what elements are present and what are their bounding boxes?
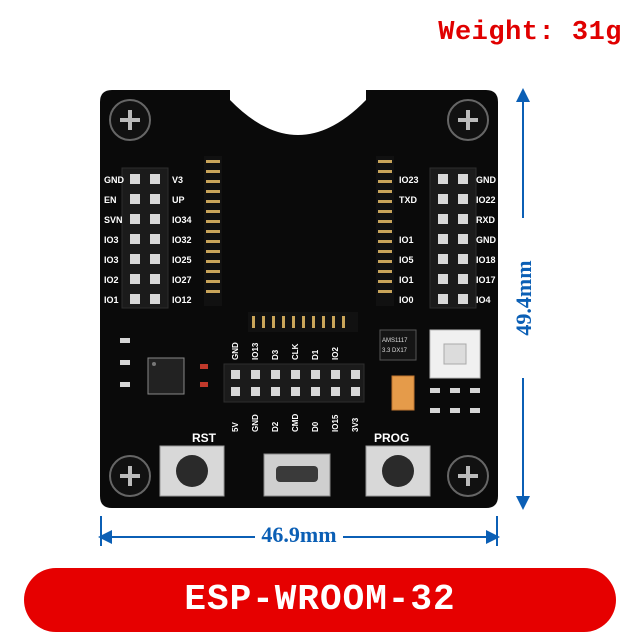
mid-bottom-label-6: IO15	[331, 414, 340, 432]
usb-uart-chip	[147, 357, 185, 395]
left-label-b3: IO34	[172, 215, 192, 225]
middle-pin-header	[223, 363, 365, 403]
mid-bottom-label-1: 5V	[231, 422, 240, 432]
left-label-3: SVN	[104, 215, 123, 225]
regulator-text-1: AMS1117	[382, 338, 408, 344]
screw-top-left	[109, 99, 151, 141]
mid-top-label-5: D1	[311, 349, 320, 360]
right-label-a2: TXD	[399, 195, 418, 205]
right-label-b2: IO22	[476, 195, 496, 205]
right-label-b7: IO4	[476, 295, 491, 305]
height-dimension-label: 49.4mm	[511, 218, 537, 378]
rst-label: RST	[192, 431, 217, 445]
rst-button	[159, 445, 225, 497]
left-label-4: IO3	[104, 235, 119, 245]
right-label-b4: GND	[476, 235, 497, 245]
mid-top-label-3: D3	[271, 349, 280, 360]
prog-label: PROG	[374, 431, 409, 445]
mid-bottom-label-2: GND	[251, 414, 260, 432]
screw-top-right	[447, 99, 489, 141]
left-label-b2: UP	[172, 195, 185, 205]
left-label-b6: IO27	[172, 275, 192, 285]
left-pin-header	[121, 167, 169, 309]
width-dimension: 46.9mm	[98, 522, 500, 552]
micro-usb-port	[263, 453, 331, 497]
width-dimension-label: 46.9mm	[100, 522, 498, 548]
left-label-7: IO1	[104, 295, 119, 305]
left-label-6: IO2	[104, 275, 119, 285]
right-label-b5: IO18	[476, 255, 496, 265]
mid-bottom-label-4: CMD	[291, 414, 300, 432]
pogo-pins-left	[204, 156, 222, 306]
weight-label: Weight: 31g	[438, 18, 622, 48]
mid-top-label-4: CLK	[291, 343, 300, 360]
left-label-2: EN	[104, 195, 117, 205]
mid-top-label-1: GND	[231, 342, 240, 360]
mid-top-label-6: IO2	[331, 347, 340, 360]
mid-bottom-label-3: D2	[271, 421, 280, 432]
right-label-b1: GND	[476, 175, 497, 185]
right-label-b6: IO17	[476, 275, 496, 285]
right-label-a1: IO23	[399, 175, 419, 185]
left-label-5: IO3	[104, 255, 119, 265]
tantalum-capacitor	[391, 375, 415, 411]
height-dimension: 49.4mm	[508, 88, 538, 510]
pogo-pins-bottom	[248, 312, 358, 332]
left-label-b5: IO25	[172, 255, 192, 265]
left-label-1: GND	[104, 175, 125, 185]
right-label-b3: RXD	[476, 215, 496, 225]
left-label-b4: IO32	[172, 235, 192, 245]
prog-button	[365, 445, 431, 497]
esp32-programmer-board: GND EN SVN IO3 IO3 IO2 IO1 V3 UP IO34 IO…	[100, 90, 498, 508]
power-switch	[429, 329, 481, 379]
screw-bottom-left	[109, 455, 151, 497]
mid-bottom-label-5: D0	[311, 421, 320, 432]
right-pin-header	[429, 167, 477, 309]
right-label-a7: IO0	[399, 295, 414, 305]
right-label-a5: IO5	[399, 255, 414, 265]
left-label-b7: IO12	[172, 295, 192, 305]
right-label-a4: IO1	[399, 235, 414, 245]
regulator-text-2: 3.3 DX17	[382, 348, 408, 354]
mid-top-label-2: IO13	[251, 342, 260, 360]
pogo-pins-right	[376, 156, 394, 306]
product-name-banner: ESP-WROOM-32	[24, 568, 616, 632]
voltage-regulator: AMS1117 3.3 DX17	[379, 329, 417, 361]
screw-bottom-right	[447, 455, 489, 497]
mid-bottom-label-7: 3V3	[351, 417, 360, 432]
right-label-a6: IO1	[399, 275, 414, 285]
left-label-b1: V3	[172, 175, 183, 185]
